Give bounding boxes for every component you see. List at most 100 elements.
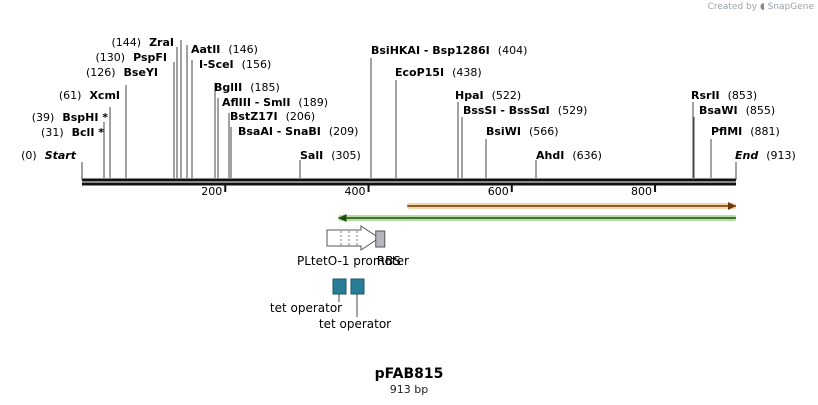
tet-operator-box <box>332 278 347 295</box>
site-name: BclI * <box>72 126 105 139</box>
site-name: RsrII <box>691 89 720 102</box>
orf-forward-arrow <box>407 202 736 210</box>
site-label: BsiHKAI - Bsp1286I(404) <box>371 44 527 57</box>
site-position: (31) <box>41 126 64 139</box>
site-name: End <box>735 149 758 162</box>
site-label: (31) BclI * <box>41 126 104 139</box>
restriction-site: (39)BspHI * <box>32 107 111 178</box>
site-label: BglII (185) <box>214 81 280 94</box>
rbs-feature: RBS <box>375 230 401 268</box>
tet-operator-label: tet operator <box>270 301 342 315</box>
orf-arrowhead <box>728 202 736 210</box>
rbs-box <box>375 230 386 248</box>
restriction-site: BsaAI - SnaBI (209) <box>230 125 358 178</box>
restriction-site: AflIII - SmlI (189) <box>217 96 328 178</box>
site-label: (39)BspHI * <box>32 111 109 124</box>
restriction-site: BsiWI(566) <box>485 125 559 178</box>
site-name: AflIII - SmlI <box>222 96 290 109</box>
site-position: (126) <box>86 66 116 79</box>
site-label: BsaAI - SnaBI (209) <box>238 125 358 138</box>
site-label: End (913) <box>735 149 796 162</box>
site-name: AatII <box>191 43 220 56</box>
plasmid-length: 913 bp <box>389 383 429 396</box>
snapgene-logo-icon: ◖ <box>759 2 765 12</box>
site-position: (913) <box>766 149 796 162</box>
site-name: HpaI <box>455 89 484 102</box>
restriction-site: (130)PspFI <box>96 47 178 178</box>
site-name: BssSI - BssSαI <box>463 104 550 117</box>
site-label: AhdI (636) <box>536 149 602 162</box>
restriction-site: HpaI (522) <box>455 89 521 178</box>
site-name: ZraI <box>149 36 174 49</box>
site-label: I-SceI (156) <box>199 58 271 71</box>
site-name: SalI <box>300 149 323 162</box>
site-position: (438) <box>452 66 482 79</box>
site-label: EcoP15I (438) <box>395 66 482 79</box>
restriction-site: BglII (185) <box>214 81 280 178</box>
site-position: (881) <box>750 125 780 138</box>
tet-operator-box <box>350 278 365 295</box>
snapgene-credit: Created by ◖ SnapGene <box>708 2 814 12</box>
restriction-site: (126) BseYI <box>86 62 175 178</box>
site-name: BsiWI <box>486 125 521 138</box>
site-name: BsaWI <box>699 104 738 117</box>
restriction-site: BsiHKAI - Bsp1286I(404) <box>370 44 527 178</box>
restriction-site: PflMI (881) <box>710 125 780 178</box>
site-name: BsiHKAI - Bsp1286I <box>371 44 490 57</box>
orf-reverse-arrow <box>338 214 736 222</box>
site-position: (146) <box>228 43 258 56</box>
restriction-site: BsaWI (855) <box>693 104 776 178</box>
restriction-site: (31) BclI * <box>41 122 105 178</box>
restriction-site: SalI (305) <box>299 149 361 178</box>
site-name: Start <box>45 149 77 162</box>
site-position: (853) <box>728 89 758 102</box>
site-name: EcoP15I <box>395 66 444 79</box>
promoter-feature: PLtetO-1 promoter <box>297 225 409 268</box>
tet-operator-feature: tet operator <box>319 278 391 331</box>
site-label: BstZ17I (206) <box>230 110 315 123</box>
site-name: I-SceI <box>199 58 234 71</box>
restriction-site: BssSI - BssSαI(529) <box>461 104 587 178</box>
promoter-label: PLtetO-1 promoter <box>297 254 409 268</box>
credit-brand: SnapGene <box>767 2 814 12</box>
restriction-site: RsrII (853) <box>691 89 757 178</box>
ruler-tick-label: 400 <box>345 185 366 198</box>
site-name: BglII <box>214 81 242 94</box>
site-position: (209) <box>329 125 359 138</box>
site-label: AflIII - SmlI (189) <box>222 96 328 109</box>
site-label: PflMI (881) <box>711 125 780 138</box>
site-position: (185) <box>250 81 280 94</box>
site-position: (522) <box>492 89 522 102</box>
tet-operator-feature: tet operator <box>270 278 347 315</box>
site-position: (156) <box>242 58 272 71</box>
site-name: PflMI <box>711 125 742 138</box>
site-position: (206) <box>286 110 316 123</box>
promoter-arrow-shape <box>326 225 380 251</box>
restriction-site: BstZ17I (206) <box>228 110 315 178</box>
restriction-site: (61)XcmI <box>59 85 127 178</box>
plasmid-name: pFAB815 <box>374 366 444 382</box>
site-name: PspFI <box>133 51 167 64</box>
site-name: BseYI <box>124 66 158 79</box>
site-position: (305) <box>331 149 361 162</box>
site-position: (636) <box>572 149 602 162</box>
site-label: RsrII (853) <box>691 89 757 102</box>
restriction-site: (0)Start <box>21 149 83 180</box>
site-name: BstZ17I <box>230 110 278 123</box>
site-label: (0)Start <box>21 149 77 162</box>
restriction-site: EcoP15I (438) <box>395 66 482 178</box>
restriction-site: (144)ZraI <box>111 36 182 178</box>
site-label: (126) BseYI <box>86 66 158 79</box>
site-label: (144)ZraI <box>111 36 174 49</box>
ruler-tick-label: 600 <box>488 185 509 198</box>
restriction-site: End (913) <box>735 149 796 180</box>
site-label: BssSI - BssSαI(529) <box>463 104 587 117</box>
site-position: (189) <box>298 96 328 109</box>
site-name: XcmI <box>89 89 120 102</box>
site-position: (855) <box>746 104 776 117</box>
site-name: AhdI <box>536 149 564 162</box>
ruler-tick-label: 800 <box>631 185 652 198</box>
site-label: SalI (305) <box>300 149 361 162</box>
site-name: BsaAI - SnaBI <box>238 125 321 138</box>
